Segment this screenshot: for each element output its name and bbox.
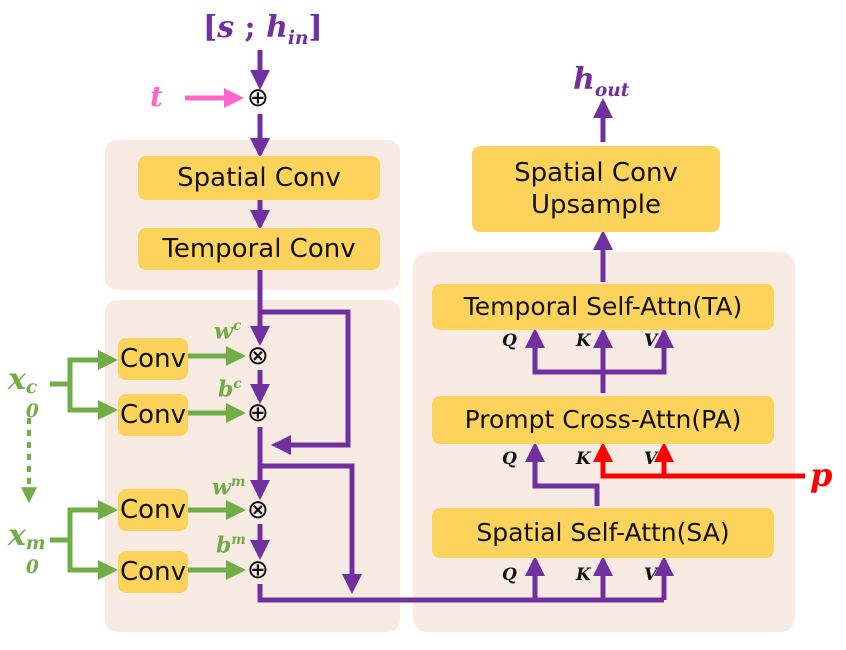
x0m-sub: 0 [25, 557, 39, 578]
multiply-m-op: ⊗ [247, 495, 269, 525]
arrow-pa-to-ta-v [603, 328, 674, 375]
conv-w-c-block: Conv [118, 338, 188, 380]
input-semicolon: ; [234, 10, 267, 45]
wm-sup: m [230, 474, 246, 490]
spatial-self-attn-block: Spatial Self-Attn(SA) [432, 508, 774, 558]
multiply-c-op: ⊗ [247, 341, 269, 371]
prompt-cross-attn-block: Prompt Cross-Attn(PA) [432, 396, 774, 444]
x0c-sub: 0 [25, 401, 39, 422]
arrow-sa-to-pa-q [525, 442, 600, 506]
temporal-self-attn-label: Temporal Self-Attn(TA) [463, 292, 743, 322]
spatial-conv-upsample-line2: Upsample [530, 190, 662, 220]
pa-k-label: K [576, 449, 591, 469]
conv-b-c-block: Conv [118, 394, 188, 436]
arrow-xm-branch [50, 500, 118, 543]
timestep-label: t [150, 80, 163, 113]
wc-w: w [214, 318, 233, 345]
bm-sup: m [231, 532, 246, 548]
x0c-x: x [8, 362, 26, 397]
timestep-symbol: t [150, 80, 163, 113]
wm-label: wm [212, 474, 245, 500]
x0m-sup: m [25, 533, 46, 554]
spatial-self-attn-label: Spatial Self-Attn(SA) [476, 518, 730, 548]
x0m-x: x [8, 518, 26, 553]
temporal-conv-label: Temporal Conv [162, 233, 356, 264]
ta-k-label: K [576, 331, 591, 351]
conv-w-m-block: Conv [118, 489, 188, 531]
output-label: hout [573, 62, 629, 101]
add-m-op: ⊕ [247, 555, 269, 585]
conv-label: Conv [120, 399, 186, 430]
spatial-conv-label: Spatial Conv [177, 162, 341, 193]
prompt-label: p [810, 456, 832, 494]
sa-q-label: Q [502, 565, 517, 585]
arrow-residual-c [260, 309, 351, 455]
bm-label: bm [216, 532, 246, 558]
input-bracket-open: [ [203, 10, 218, 45]
temporal-self-attn-block: Temporal Self-Attn(TA) [432, 284, 774, 330]
arrow-bus-bottom [257, 584, 664, 603]
prompt-cross-attn-label: Prompt Cross-Attn(PA) [464, 405, 742, 435]
arrow-pa-to-ta [525, 328, 606, 393]
wc-sup: c [232, 318, 242, 334]
arrow-residual-m [260, 463, 362, 594]
add-timestep-op: ⊕ [247, 83, 269, 113]
bm-b: b [216, 532, 232, 559]
input-h-sub: in [287, 28, 309, 49]
output-h: h [573, 62, 595, 97]
arrow-xc-branch-lower [67, 384, 118, 420]
arrow-xm-branch-lower [67, 540, 118, 580]
x0c-sup: c [25, 377, 38, 398]
input-bracket-close: ] [308, 10, 323, 45]
conv-b-m-block: Conv [118, 551, 188, 593]
pa-q-label: Q [502, 449, 517, 469]
arrow-xc-branch [50, 350, 118, 387]
wm-w: w [212, 474, 231, 501]
bc-b: b [218, 376, 234, 403]
sa-v-label: V [644, 565, 658, 585]
output-h-sub: out [594, 80, 630, 101]
pa-v-label: V [644, 449, 658, 469]
input-h: h [266, 10, 288, 45]
conv-label: Conv [120, 494, 186, 525]
ta-v-label: V [644, 331, 658, 351]
temporal-conv-block: Temporal Conv [138, 228, 380, 270]
prompt-symbol: p [810, 456, 833, 494]
wc-label: wc [214, 318, 241, 344]
spatial-conv-upsample-line1: Spatial Conv [514, 157, 678, 188]
ta-q-label: Q [502, 331, 517, 351]
conv-label: Conv [120, 556, 186, 587]
bc-sup: c [233, 376, 242, 392]
spatial-conv-block: Spatial Conv [138, 156, 380, 200]
sa-k-label: K [576, 565, 591, 585]
input-label: [s ; hin] [203, 10, 323, 49]
bc-label: bc [218, 376, 242, 402]
input-s: s [217, 10, 235, 45]
condition-group-background [105, 300, 400, 632]
spatial-conv-upsample-block: Spatial Conv Upsample [472, 146, 720, 232]
conv-label: Conv [120, 343, 186, 374]
add-c-op: ⊕ [247, 398, 269, 428]
arrow-prompt-to-pa [593, 442, 805, 479]
